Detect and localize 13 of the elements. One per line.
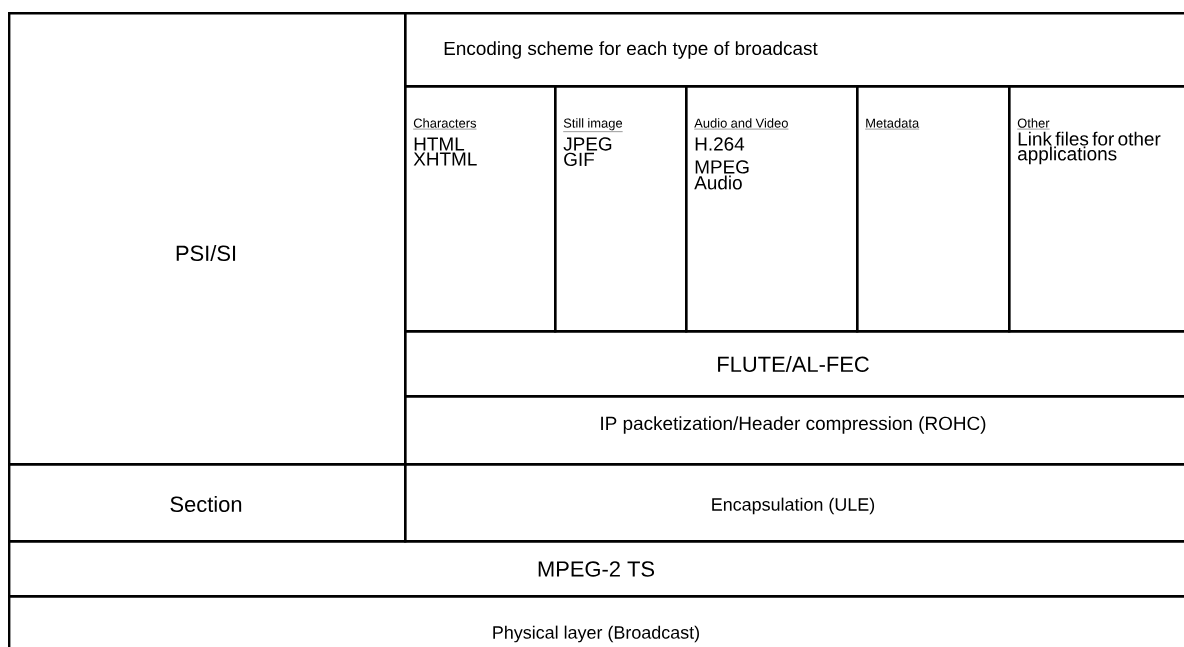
- format-column: Audio and Video H.264 MPEG Audio: [685, 85, 859, 333]
- layer-cell: IP packetization/Header compression (ROHC): [404, 395, 1184, 466]
- layer-cell: FLUTE/AL-FEC: [404, 330, 1184, 398]
- layer-cell: Section: [8, 463, 407, 543]
- format-column: Metadata: [856, 85, 1011, 333]
- format-column: Characters HTML XHTML: [404, 85, 557, 333]
- header-cell: Encoding scheme for each type of broadcast: [404, 12, 1184, 88]
- layer-cell: PSI/SI: [8, 12, 407, 466]
- format-column: Still image JPEG GIF: [554, 85, 688, 333]
- layer-cell: MPEG-2 TS: [8, 540, 1184, 598]
- layer-cell: Encapsulation (ULE): [404, 463, 1184, 543]
- format-column: Other Link files for other applications: [1008, 85, 1184, 333]
- layer-cell: Physical layer (Broadcast): [8, 595, 1184, 647]
